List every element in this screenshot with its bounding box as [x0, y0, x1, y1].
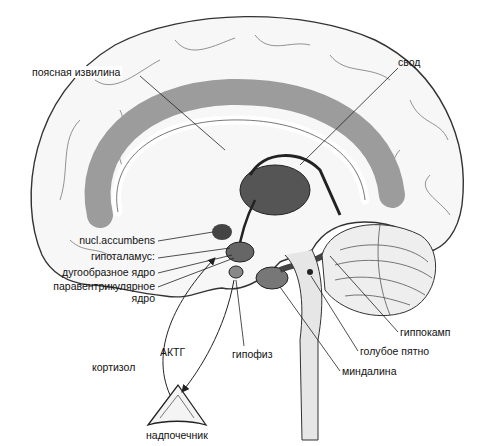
part-label: гиппокамп [400, 326, 450, 338]
hormone-label: АКТГ [160, 346, 185, 358]
part-label: nucl.accumbens [79, 234, 155, 246]
part-label: свод [398, 56, 420, 68]
part-label: дугообразное ядро [62, 266, 155, 278]
part-label: паравентрикулярное ядро [37, 280, 155, 304]
part-label: голубое пятно [360, 345, 429, 357]
part-label: гипоталамус: [91, 250, 155, 262]
part-label: миндалина [342, 365, 396, 377]
hormone-label: кортизол [92, 361, 135, 373]
part-label: поясная извилина [30, 66, 122, 78]
part-label: надпочечник [146, 429, 208, 441]
part-label: гипофиз [232, 348, 273, 360]
